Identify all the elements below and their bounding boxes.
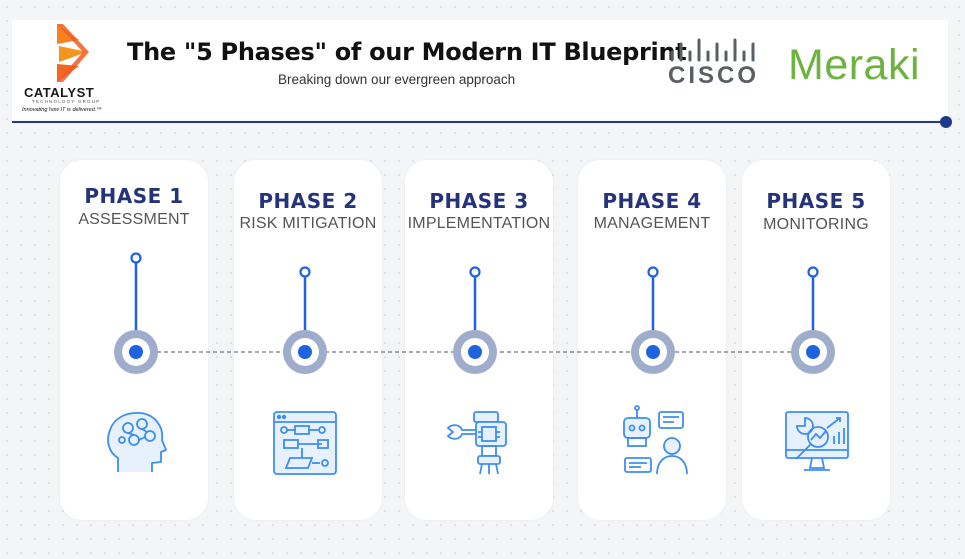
header-banner — [12, 20, 948, 120]
analytics-monitor-icon — [785, 411, 849, 471]
phase-4-number: PHASE 4 — [602, 189, 702, 213]
header-divider — [12, 121, 947, 123]
logo-tagline: Innovating how IT is delivered.™ — [22, 107, 102, 113]
page-subtitle: Breaking down our evergreen approach — [278, 72, 516, 87]
phase-2-marker — [283, 266, 327, 374]
logo-sub: TECHNOLOGY GROUP — [32, 99, 101, 104]
robot-chat-person-icon — [623, 405, 688, 475]
brain-head-icon — [107, 412, 167, 472]
logo-name: CATALYST — [24, 85, 95, 100]
phase-5-name: MONITORING — [763, 216, 869, 233]
phase-1-name: ASSESSMENT — [78, 211, 190, 228]
cisco-bars-icon — [670, 38, 755, 62]
phase-3-name: IMPLEMENTATION — [407, 215, 551, 232]
phase-5-marker — [791, 266, 835, 374]
phase-4-name: MANAGEMENT — [593, 215, 711, 232]
phase-1-marker — [114, 252, 158, 374]
page-title: The "5 Phases" of our Modern IT Blueprin… — [127, 38, 687, 66]
phase-2-name: RISK MITIGATION — [239, 215, 377, 232]
phase-4-marker — [631, 266, 675, 374]
flowchart-window-icon — [273, 411, 337, 475]
robot-arm-wrench-icon — [446, 411, 507, 475]
phase-3-marker — [453, 266, 497, 374]
phase-1-number: PHASE 1 — [84, 184, 184, 208]
meraki-logo-text: Meraki — [788, 41, 921, 89]
phase-3-number: PHASE 3 — [429, 189, 529, 213]
catalyst-logo-icon — [57, 24, 89, 82]
phase-5-number: PHASE 5 — [766, 189, 866, 213]
phase-2-number: PHASE 2 — [258, 189, 358, 213]
cisco-logo-text: CISCO — [668, 62, 760, 89]
header-divider-dot — [940, 116, 952, 128]
